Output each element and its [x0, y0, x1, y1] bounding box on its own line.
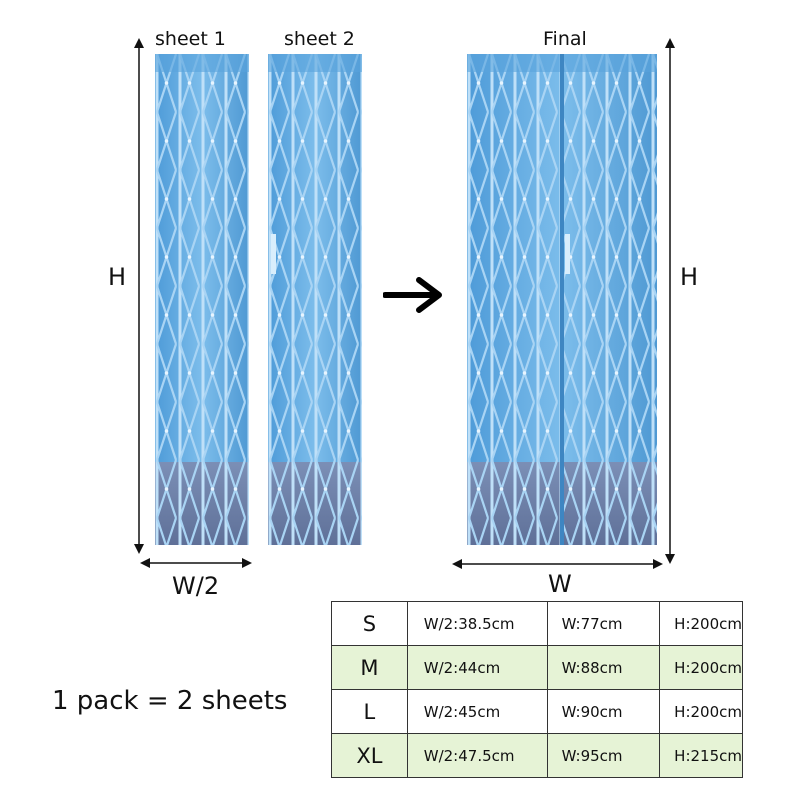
size-cell: M: [331, 645, 408, 690]
full-width-arrow: [452, 559, 663, 569]
right-arrow-icon: [383, 277, 442, 313]
size-cell: S: [331, 601, 408, 646]
height-cell: H:200cm: [659, 645, 743, 690]
width-cell: W:77cm: [546, 601, 661, 646]
sheet-2-image: [268, 54, 362, 545]
height-arrow-left: [134, 38, 144, 554]
height-cell: H:215cm: [659, 733, 743, 778]
sheet-1-label: sheet 1: [155, 28, 226, 50]
pack-note: 1 pack = 2 sheets: [52, 686, 288, 716]
half-width-cell: W/2:38.5cm: [406, 601, 548, 646]
half-width-arrow: [140, 558, 252, 568]
width-cell: W:88cm: [546, 645, 661, 690]
half-width-cell: W/2:45cm: [406, 689, 548, 734]
width-cell: W:95cm: [546, 733, 661, 778]
height-arrow-right: [665, 38, 675, 564]
final-label: Final: [543, 28, 587, 50]
half-width-label: W/2: [172, 572, 220, 600]
width-cell: W:90cm: [546, 689, 661, 734]
sheet-1-image: [155, 54, 249, 545]
full-width-label: W: [548, 570, 572, 598]
final-image: [467, 54, 657, 545]
half-width-cell: W/2:44cm: [406, 645, 548, 690]
height-cell: H:200cm: [659, 601, 743, 646]
height-label-left: H: [108, 263, 127, 291]
half-width-cell: W/2:47.5cm: [406, 733, 548, 778]
sheet-2-label: sheet 2: [284, 28, 355, 50]
height-cell: H:200cm: [659, 689, 743, 734]
size-cell: L: [331, 689, 408, 734]
height-label-right: H: [680, 263, 699, 291]
size-cell: XL: [331, 733, 408, 778]
